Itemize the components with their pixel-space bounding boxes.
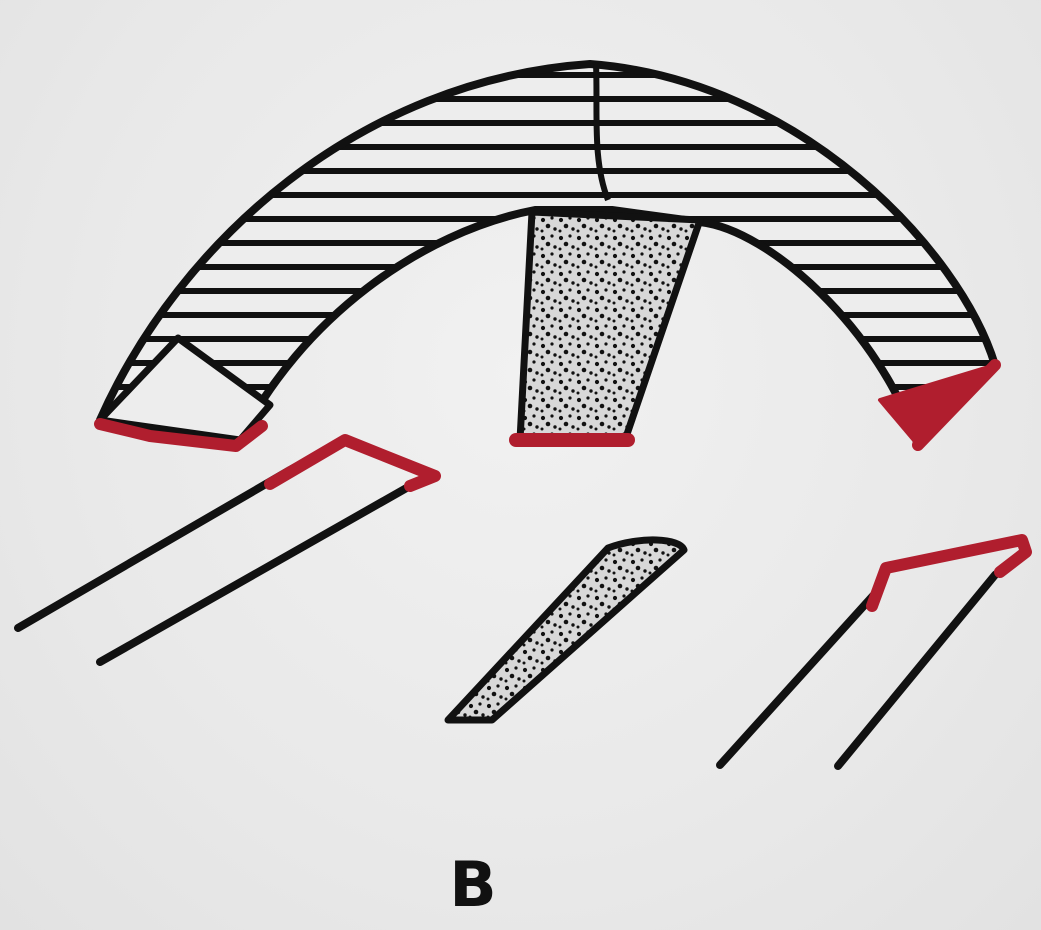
lower-left-limb [18, 440, 435, 662]
lower-left-cut-edge [270, 440, 435, 486]
panel-label: B [438, 850, 508, 920]
lower-right-cut-edge [872, 540, 1026, 606]
lower-center-rod [448, 540, 684, 720]
central-stem [520, 212, 700, 440]
lower-right-limb [720, 540, 1026, 766]
